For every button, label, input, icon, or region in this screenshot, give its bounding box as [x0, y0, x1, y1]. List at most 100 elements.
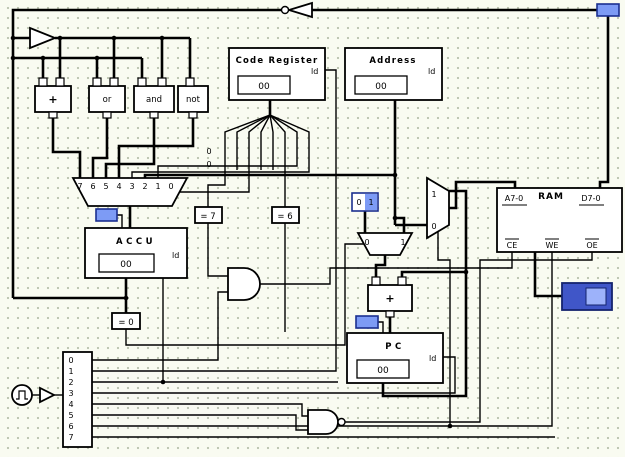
wire-segment: [395, 216, 406, 233]
input-pin-top-right[interactable]: [596, 3, 620, 17]
hex-display[interactable]: [561, 282, 613, 311]
ram-box: [496, 187, 623, 253]
wire-segment: [92, 403, 308, 417]
sequencer-output-label: 0: [68, 356, 73, 365]
alu-add-box: [34, 85, 72, 113]
mux-input-label: 5: [103, 182, 108, 191]
pc-register-value: 00: [377, 366, 389, 376]
inverter-gate: [280, 1, 313, 19]
wire-segment: [345, 252, 593, 423]
alu-and-label: and: [146, 95, 162, 105]
wire-segment: [378, 321, 384, 333]
address-register-title: Address: [369, 56, 416, 66]
comparator-eq6: = 6: [271, 206, 300, 224]
sequencer-box: [62, 351, 93, 448]
pc-mux-in1-label: 1: [400, 238, 405, 247]
wire-segment: [533, 252, 562, 298]
comparator-eq0-label: = 0: [118, 318, 133, 328]
const-pin-bit1-cell[interactable]: [365, 194, 377, 210]
junction-dots: [10, 35, 469, 429]
alu-or-box: [88, 85, 126, 113]
clock-body[interactable]: [11, 384, 33, 406]
input-pin-accu[interactable]: [95, 208, 118, 222]
sequencer-output-label: 4: [68, 400, 73, 409]
sequencer-output-label: 2: [68, 378, 73, 387]
address-mux-body: [426, 176, 450, 240]
pc-adder-input-tab: [371, 276, 381, 286]
comparator-eq0-box: [111, 312, 141, 330]
wire-segment: [260, 114, 271, 170]
junction-dot: [447, 423, 453, 429]
alu-not-label: not: [186, 95, 201, 105]
mux-input-label: 7: [77, 182, 82, 191]
clock-waveform-icon: [16, 390, 28, 400]
junction-dot: [159, 35, 165, 41]
pc-register-title: PC: [385, 342, 404, 352]
wire-segment: [374, 255, 387, 277]
splitter-bit-label: 0: [206, 147, 211, 156]
address-register-value-box[interactable]: [354, 75, 408, 95]
main-mux-body: [71, 177, 189, 207]
pc-register-ld-label: ld: [429, 354, 436, 363]
buffer-gate: [29, 26, 58, 50]
wire-segment: [11, 8, 281, 298]
wire-segment: [381, 189, 468, 398]
ram-title: RAM: [538, 192, 564, 202]
junction-dot: [10, 55, 16, 61]
comparator-eq7: = 7: [194, 206, 223, 224]
control-wires: [32, 69, 593, 438]
wire-segment: [91, 118, 109, 178]
pc-mux-in0-label: 0: [364, 238, 369, 247]
wire-segment: [269, 114, 274, 170]
address-mux-in0-label: 0: [431, 222, 436, 231]
alu-or-input-tab: [109, 77, 119, 87]
address-register-value: 00: [375, 82, 387, 92]
const-pin-bit0: 0: [356, 198, 361, 207]
alu-not-output-tab: [188, 111, 198, 119]
accu-register-value-box[interactable]: [98, 253, 155, 273]
wire-segment: [260, 252, 513, 285]
comparator-eq0: = 0: [111, 312, 141, 330]
wire-segment: [236, 114, 271, 170]
mux-input-label: 6: [90, 182, 95, 191]
alu-and-input-tab: [157, 77, 167, 87]
wire-segment: [117, 118, 195, 178]
const-pin[interactable]: 0 1: [351, 192, 379, 212]
alu-or-input-tab: [92, 77, 102, 87]
wire-segment: [51, 118, 82, 178]
splitter-bit-label: 0: [206, 160, 211, 169]
input-pin-pc[interactable]: [355, 315, 379, 329]
accu-register: ACCU ld 00: [84, 227, 188, 279]
sequencer-output-label: 5: [68, 411, 73, 420]
sequencer-output-label: 6: [68, 422, 73, 431]
wire-segment: [157, 114, 298, 178]
bus-wires: [11, 8, 610, 398]
alu-and-input-tab: [137, 77, 147, 87]
clock[interactable]: [11, 384, 33, 406]
const-pin-bit1: 1: [368, 198, 373, 207]
alu-and-unit: and: [133, 77, 175, 119]
sequencer-output-label: 1: [68, 367, 73, 376]
code-register: Code Register ld 00: [228, 47, 326, 101]
alu-or-label: or: [103, 95, 112, 105]
wire-segment: [143, 173, 395, 178]
address-mux: 1 0: [426, 176, 450, 240]
pc-adder-label: +: [385, 292, 394, 305]
ram-ce-label: CE: [507, 241, 518, 250]
sequencer-output-label: 3: [68, 389, 73, 398]
code-register-title: Code Register: [236, 56, 319, 66]
address-register-ld-label: ld: [428, 67, 435, 76]
alu-or-unit: or: [88, 77, 126, 119]
junction-dot: [463, 269, 469, 275]
junction-dot: [111, 35, 117, 41]
pc-register-value-box[interactable]: [356, 359, 410, 379]
code-register-value-box[interactable]: [237, 75, 291, 95]
pc-mux-body: [356, 232, 414, 256]
comparator-eq7-label: = 7: [200, 212, 215, 222]
wire-segment: [92, 291, 228, 361]
alu-add-unit: +: [34, 77, 72, 119]
alu-and-output-tab: [149, 111, 159, 119]
pc-adder-output-tab: [385, 310, 395, 318]
alu-not-unit: not: [177, 77, 209, 119]
